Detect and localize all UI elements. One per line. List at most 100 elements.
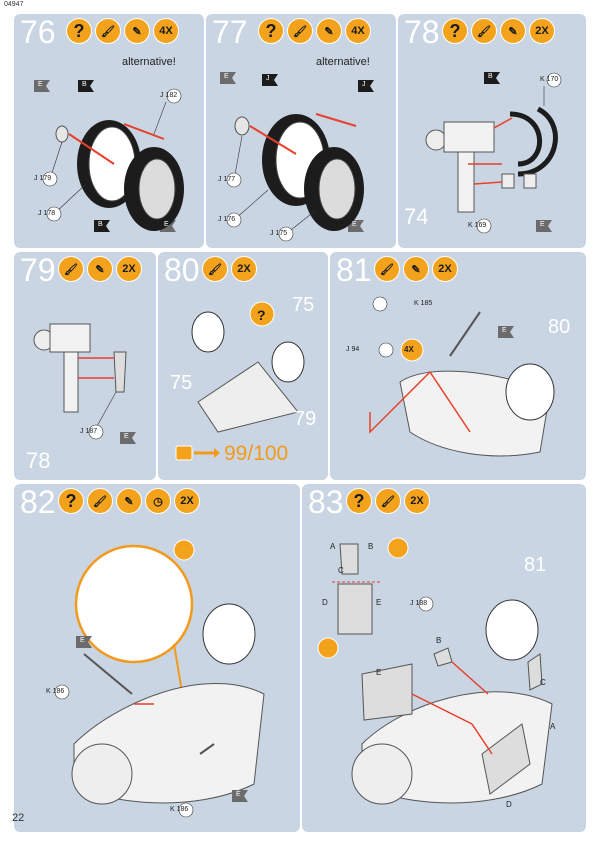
question-icon: ? [58,488,84,514]
strut-install-illustration [369,296,555,457]
glue-icon: ✎ [316,18,342,44]
flag-e: E [502,327,507,334]
page-number: 22 [12,812,25,824]
part-letter: B [436,636,442,645]
part-label: K 169 [468,222,487,229]
step-icons: 🖌 ✎ 2X [58,256,142,282]
quantity-icon: 2X [432,256,458,282]
clock-icon: ◷ [145,488,171,514]
flag-e: E [352,221,357,228]
wheel-fitting-illustration: ? [175,301,305,461]
part-letter: E [376,598,382,607]
part-label: J 177 [218,176,236,183]
reference-step: 79 [294,408,317,430]
step-icons: ? 🖌 2X [346,488,430,514]
quantity-icon: 4X [345,18,371,44]
part-label: J 176 [218,216,236,223]
part-label: K 170 [540,76,559,83]
flag-b: B [98,221,103,228]
paint-brush-icon: 🖌 [374,256,400,282]
part-label: K 186 [170,806,189,813]
quantity-icon: 2X [174,488,200,514]
flag-j: J [362,81,366,88]
part-letter: C [338,566,344,575]
step-82-panel: 82 ? 🖌 ✎ ◷ 2X E E K 186 K 186 [14,484,300,832]
quantity-icon: 4X [153,18,179,44]
step-icons: 🖌 ✎ 2X [374,256,458,282]
question-icon: ? [258,18,284,44]
step-number: 79 [20,252,56,288]
paint-brush-icon: 🖌 [375,488,401,514]
part-label: K 185 [414,300,433,307]
question-icon: ? [346,488,372,514]
part-label: J 178 [38,210,56,217]
part-label: J 179 [34,175,52,182]
part-label: J 188 [410,600,428,607]
question-icon: ? [442,18,468,44]
part-label: J 182 [160,92,178,99]
flag-e: E [124,433,129,440]
part-label: J 175 [270,230,288,237]
part-letter: B [368,542,374,551]
step-number: 81 [336,252,372,288]
step-icons: ? 🖌 ✎ 2X [442,18,555,44]
quantity-icon: 2X [404,488,430,514]
flag-e: E [236,791,241,798]
step-number: 78 [404,14,440,50]
paint-brush-icon: 🖌 [202,256,228,282]
svg-text:?: ? [257,307,266,323]
step-icons: ? 🖌 ✎ 4X [66,18,179,44]
part-label: J 187 [80,428,98,435]
reference-step: 75 [292,294,315,316]
gear-bay-illustration [54,539,265,818]
flag-e: E [224,73,229,80]
flag-j: J [266,75,270,82]
gear-doors-illustration [317,537,553,805]
step-79-panel: 79 🖌 ✎ 2X E J 187 78 [14,252,156,480]
paint-brush-icon: 🖌 [87,488,113,514]
strut-assembly-illustration [425,72,562,234]
paint-brush-icon: 🖌 [95,18,121,44]
glue-icon: ✎ [403,256,429,282]
part-letter: A [330,542,336,551]
part-label: J 94 [346,346,360,353]
part-letter: E [376,668,382,677]
alternative-note: alternative! [122,56,176,68]
quantity-icon: 2X [231,256,257,282]
paint-brush-icon: 🖌 [471,18,497,44]
quantity-icon: 2X [529,18,555,44]
part-letter: D [506,800,512,809]
flag-e: E [164,221,169,228]
reference-step: 74 [404,204,429,229]
step-number: 83 [308,484,344,520]
step-77-panel: 77 ? 🖌 ✎ 4X alternative! E J J E J 177 J… [206,14,396,248]
step-icons: ? 🖌 ✎ ◷ 2X [58,488,200,514]
quantity-icon: 2X [116,256,142,282]
wheel-assembly-illustration [34,80,184,232]
glue-icon: ✎ [87,256,113,282]
strut-detail-illustration [33,323,136,444]
reference-step: 80 [548,316,571,338]
step-number: 76 [20,14,56,50]
reference-step: 78 [26,448,51,473]
part-letter: A [550,722,556,731]
question-icon: ? [66,18,92,44]
reference-step: 75 [170,372,193,394]
step-78-panel: 78 ? 🖌 ✎ 2X B E K 170 K 169 74 [398,14,586,248]
step-76-panel: 76 ? 🖌 ✎ 4X alternative! E B B E J 182 J… [14,14,204,248]
flag-b: B [488,73,493,80]
step-80-panel: 80 🖌 2X ? 75 75 79 99/100 [158,252,328,480]
step-icons: 🖌 2X [202,256,257,282]
glue-icon: ✎ [124,18,150,44]
step-81-panel: 81 🖌 ✎ 2X E K 185 J 94 4X 80 [330,252,586,480]
step-number: 77 [212,14,248,50]
alternative-note: alternative! [316,56,370,68]
flag-b: B [82,81,87,88]
wheel-assembly-illustration [220,72,374,242]
document-id: 04947 [4,1,24,8]
repeat-steps: 99/100 [224,442,289,465]
glue-icon: ✎ [116,488,142,514]
paint-brush-icon: 🖌 [287,18,313,44]
step-number: 80 [164,252,200,288]
step-83-panel: 83 ? 🖌 2X A B C D E A B C D E J 188 81 [302,484,586,832]
